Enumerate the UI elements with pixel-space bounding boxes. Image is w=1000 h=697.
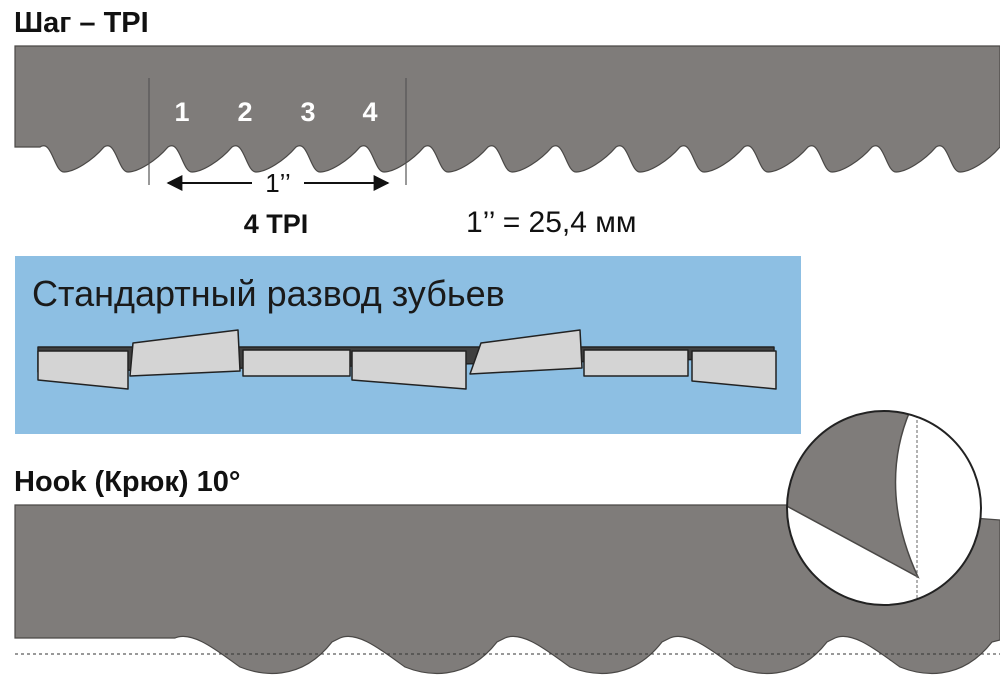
tooth-set-illustration	[37, 329, 777, 390]
set-tooth-right-2	[469, 329, 583, 375]
inch-conversion: 1’’ = 25,4 мм	[466, 206, 637, 239]
tpi-blade	[14, 45, 1000, 173]
hook-title: Hook (Крюк) 10°	[14, 466, 240, 498]
set-title: Стандартный развод зубьев	[32, 273, 505, 314]
pitch-title: Шаг – TPI	[14, 7, 149, 39]
set-tooth-left-1	[37, 350, 129, 390]
tpi-label: 4 TPI	[244, 209, 309, 239]
set-tooth-left-2	[351, 350, 467, 390]
dimension-label: 1’’	[265, 168, 291, 198]
set-tooth-left-3	[691, 350, 777, 390]
tooth-number-2: 2	[237, 97, 252, 127]
tooth-number-3: 3	[300, 97, 315, 127]
set-tooth-straight-1	[242, 349, 351, 377]
tooth-number-1: 1	[174, 97, 189, 127]
hook-blade	[14, 504, 1000, 674]
tooth-number-4: 4	[362, 97, 377, 127]
set-tooth-straight-2	[583, 349, 689, 377]
magnifier-ring	[786, 410, 982, 606]
set-tooth-right-1	[129, 329, 241, 377]
